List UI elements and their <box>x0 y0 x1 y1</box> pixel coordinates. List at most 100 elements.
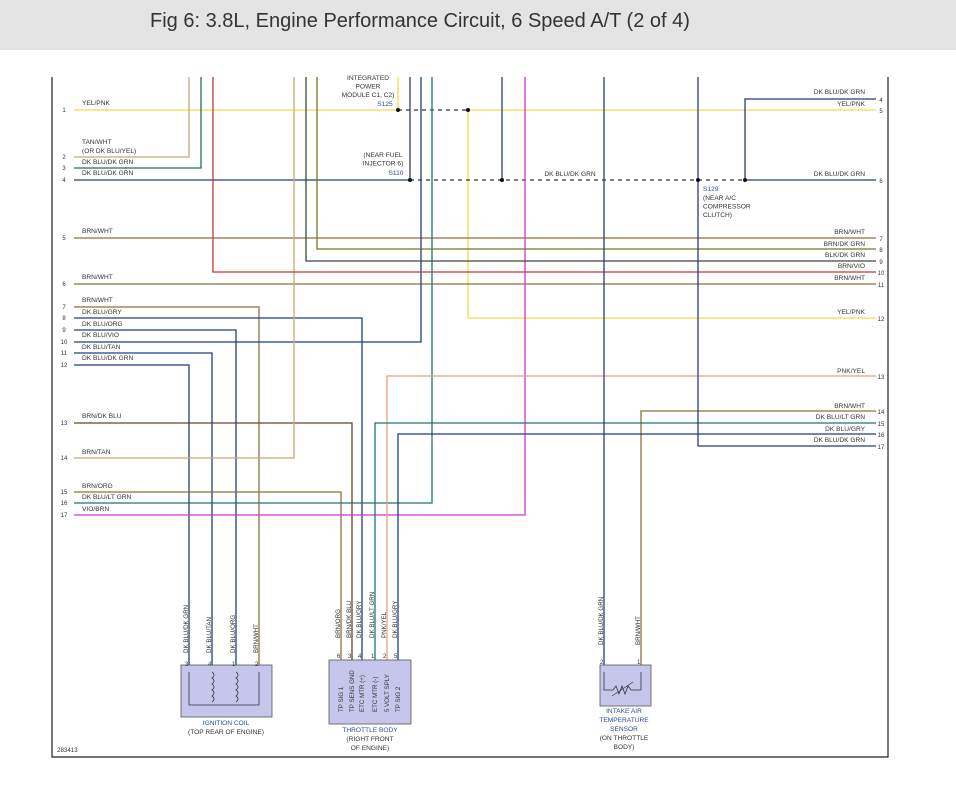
splice-dot-s129 <box>696 178 700 182</box>
throttle-body-name: (RIGHT FRONT <box>346 736 393 743</box>
mid-wire-label: DK BLU/DK GRN <box>544 171 596 178</box>
ignition-coil-pin: 4 <box>208 662 212 668</box>
left-wire-label-6: BRN/WHT <box>82 274 113 281</box>
splice-dot-s110 <box>408 178 412 182</box>
right-pin-number: 12 <box>878 317 885 323</box>
left-pin-number: 15 <box>61 490 68 496</box>
wire-dk-blu-gry-8 <box>74 317 363 660</box>
splice-dot <box>500 178 504 182</box>
ignition-coil-name: IGNITION COIL <box>203 720 250 727</box>
ignition-coil-pin: 1 <box>232 662 236 668</box>
left-pin-number: 3 <box>62 166 66 172</box>
ignition-coil-wire-label: DK BLU/TAN <box>206 617 213 653</box>
throttle-pin: 2 <box>383 654 387 660</box>
right-pin-number: 16 <box>878 433 885 439</box>
ignition-coil-wire-label: BRN/WHT <box>253 624 260 653</box>
left-wire-label-13: BRN/DK BLU <box>82 413 122 420</box>
splice-dot <box>466 108 470 112</box>
right-pin-number: 14 <box>878 410 885 416</box>
wire-dk-blu-dk-grn-12 <box>74 364 190 665</box>
iat-thermistor <box>603 672 642 696</box>
right-wire-label-15: DK BLU/LT GRN <box>816 414 865 421</box>
wire-brn-vio-10 <box>212 77 876 273</box>
right-pin-number: 8 <box>879 248 883 254</box>
left-pin-number: 8 <box>62 316 66 322</box>
ignition-coil-name: (TOP REAR OF ENGINE) <box>188 729 264 736</box>
right-pin-number: 9 <box>879 260 883 266</box>
right-wire-label-17: DK BLU/DK GRN <box>814 437 866 444</box>
wire-dk-blu-org-9 <box>74 329 237 665</box>
iat-sensor-name: SENSOR <box>610 726 638 733</box>
left-wire-label-4: DK BLU/DK GRN <box>82 170 134 177</box>
throttle-wire-label: DK BLU/GRY <box>356 601 363 638</box>
right-wire-label-7: BRN/WHT <box>834 229 865 236</box>
right-pin-number: 5 <box>879 109 883 115</box>
left-pin-number: 5 <box>62 236 66 242</box>
right-wire-label-5: YEL/PNK <box>837 101 865 108</box>
throttle-function-label: TP SENS GND <box>349 670 356 712</box>
left-pin-number: 2 <box>62 155 66 161</box>
right-pin-number: 13 <box>878 375 885 381</box>
left-pin-number: 1 <box>62 108 66 114</box>
wire-brn-tan-14 <box>74 77 295 459</box>
left-wire-label-11: DK BLU/TAN <box>82 344 121 351</box>
throttle-wire-label: BRN/DK BLU <box>346 601 353 638</box>
left-wire-sublabel-2: (OR DK BLU/YEL) <box>82 148 136 155</box>
wire-dk-blu-dk-grn-right4 <box>744 98 876 180</box>
left-wire-label-7: BRN/WHT <box>82 297 113 304</box>
wire-tan-wht-2 <box>74 77 190 158</box>
wiring-diagram: 1 YEL/PNK 2 TAN/WHT 3 DK BLU/DK GRN 4 DK BLU/DK… <box>51 75 889 758</box>
left-pin-number: 10 <box>61 340 68 346</box>
throttle-body-name: OF ENGINE) <box>351 745 389 752</box>
left-pin-number: 17 <box>61 513 68 519</box>
right-wire-label-13: PNK/YEL <box>837 368 865 375</box>
wire-brn-wht-14 <box>640 410 876 665</box>
throttle-pin: 6 <box>337 654 341 660</box>
throttle-wire-label: PNK/YEL <box>381 611 388 638</box>
left-pin-number: 11 <box>61 351 68 357</box>
throttle-function-label: 5 VOLT SPLY <box>384 674 391 712</box>
wire-dk-blu-gry-16 <box>397 433 876 660</box>
throttle-pin: 5 <box>394 654 398 660</box>
iat-sensor-name: INTAKE AIR <box>606 708 642 715</box>
splice-dots-layer <box>396 108 747 182</box>
labels-layer: 1 YEL/PNK 2 TAN/WHT 3 DK BLU/DK GRN 4 DK BLU/DK… <box>57 75 885 754</box>
components-layer <box>51 77 889 758</box>
iat-wire-label: DK BLU/DK GRN <box>598 597 605 645</box>
right-wire-label-6: DK BLU/DK GRN <box>814 171 866 178</box>
wire-dk-blu-tan-11 <box>74 352 213 665</box>
ignition-coil-pin: 2 <box>255 662 259 668</box>
iat-pin: 2 <box>600 660 604 666</box>
left-wire-label-2: TAN/WHT <box>82 139 112 146</box>
right-pin-number: 6 <box>879 179 883 185</box>
wires-layer <box>74 77 876 665</box>
throttle-pin: 3 <box>348 654 352 660</box>
left-pin-number: 16 <box>61 501 68 507</box>
right-wire-label-8: BRN/DK GRN <box>824 241 866 248</box>
throttle-function-label: TP SIG 1 <box>338 686 345 712</box>
splice-s125-id: S125 <box>377 101 393 108</box>
left-wire-label-3: DK BLU/DK GRN <box>82 159 134 166</box>
throttle-wire-label: DK BLU/LT GRN <box>369 592 376 638</box>
left-wire-label-10: DK BLU/VIO <box>82 332 119 339</box>
throttle-wire-label: BRN/ORG <box>335 609 342 638</box>
ignition-coil-wire-label: DK BLU/DK GRN <box>183 605 190 653</box>
splice-s110-desc: (NEAR FUEL <box>363 152 403 159</box>
right-wire-label-4: DK BLU/DK GRN <box>814 89 866 96</box>
throttle-body-box <box>328 659 412 725</box>
title-bar: Fig 6: 3.8L, Engine Performance Circuit,… <box>0 0 956 50</box>
right-wire-label-10: BRN/VIO <box>838 263 865 270</box>
coil-winding <box>211 671 215 703</box>
throttle-function-label: ETC MTR (-) <box>372 677 379 712</box>
figure-title: Fig 6: 3.8L, Engine Performance Circuit,… <box>150 10 690 32</box>
right-pin-number: 10 <box>878 271 885 277</box>
throttle-pin: 4 <box>358 654 362 660</box>
splice-s129-id: S129 <box>703 186 719 193</box>
left-wire-label-5: BRN/WHT <box>82 228 113 235</box>
left-pin-number: 13 <box>61 421 68 427</box>
wire-pnk-yel-13 <box>386 375 876 660</box>
right-pin-number: 11 <box>878 283 885 289</box>
coil-circuit <box>188 672 260 706</box>
ignition-coil-pin: 3 <box>185 662 189 668</box>
figure-id: 283413 <box>57 747 78 754</box>
